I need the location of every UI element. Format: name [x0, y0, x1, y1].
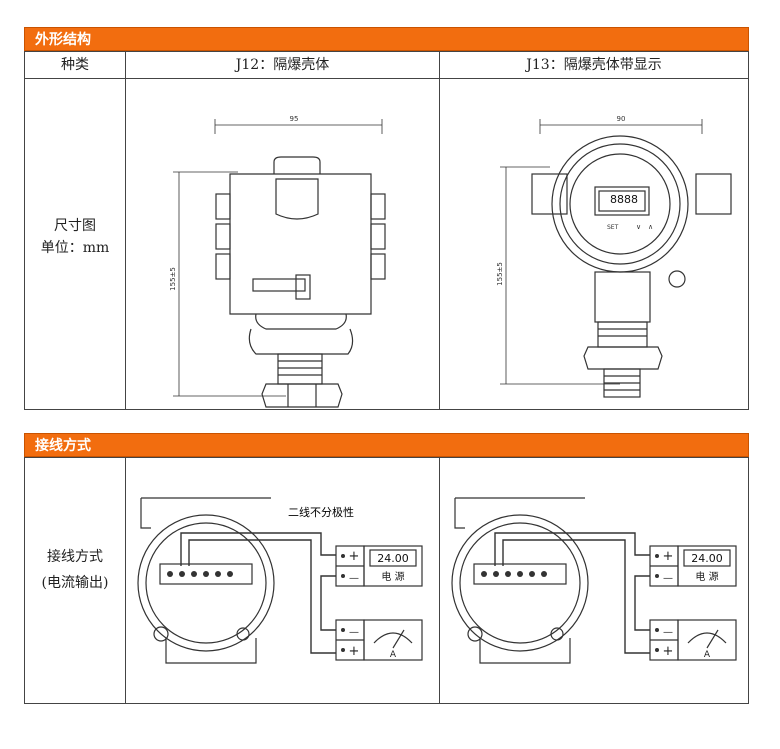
dim-label-line1: 尺寸图 — [54, 218, 96, 234]
j13-header-cell: J13：隔爆壳体带显示 — [440, 52, 748, 79]
structure-header: 外形结构 — [24, 27, 749, 51]
polarity-note-left: 二线不分极性 — [288, 505, 354, 519]
type-header-cell: 种类 — [25, 52, 126, 79]
meter-plus-left: + — [349, 644, 360, 659]
wiring-header: 接线方式 — [24, 433, 749, 457]
wiring-diagram-left-cell: 二线不分极性 + — 24.00 电 源 — + A — [126, 458, 440, 703]
psu-minus-right: — — [663, 573, 673, 584]
j13-up-icon: ∧ — [648, 223, 653, 231]
wiring-label-cell: 接线方式 (电流输出) — [25, 458, 126, 703]
j13-set-label: SET — [607, 224, 619, 231]
j13-down-icon: ∨ — [636, 223, 641, 231]
wiring-table: 接线方式 (电流输出) — [24, 457, 749, 704]
j13-housing-drawing: 8888 SET ∨ ∧ 90 155±5 — [496, 115, 732, 398]
psu-minus-left: — — [349, 573, 359, 584]
wiring-label-line1: 接线方式 — [47, 549, 103, 565]
dim-label-line2: 单位：mm — [40, 240, 110, 256]
j12-height-dim: 155±5 — [169, 267, 177, 291]
psu-plus-left: + — [349, 549, 360, 564]
wiring-diagram-right-cell: + — 24.00 电 源 — + A — [440, 458, 748, 703]
meter-minus-right: — — [663, 627, 673, 638]
col-type-label: 种类 — [61, 57, 89, 73]
psu-label-right: 电 源 — [695, 570, 718, 583]
wiring-diagram-left: 二线不分极性 + — 24.00 电 源 — + A — [137, 497, 423, 664]
j12-width-dim: 95 — [290, 115, 299, 123]
meter-label-left: A — [390, 650, 397, 660]
j12-housing-drawing: 95 155±5 — [169, 115, 386, 408]
j12-header-cell: J12：隔爆壳体 — [126, 52, 440, 79]
meter-minus-left: — — [349, 627, 359, 638]
psu-plus-right: + — [663, 549, 674, 564]
dim-label-cell: 尺寸图 单位：mm — [25, 79, 126, 409]
psu-reading-left: 24.00 — [377, 552, 409, 565]
j13-drawing-cell: 8888 SET ∨ ∧ 90 155±5 — [440, 79, 748, 409]
wiring-diagram-right: + — 24.00 电 源 — + A — [451, 497, 737, 664]
structure-table: 种类 J12：隔爆壳体 J13：隔爆壳体带显示 尺寸图 单位：mm — [24, 51, 749, 410]
j13-display-digits: 8888 — [610, 193, 638, 206]
meter-plus-right: + — [663, 644, 674, 659]
j13-width-dim: 90 — [617, 115, 626, 123]
col-j12-label: J12：隔爆壳体 — [235, 57, 330, 73]
j13-height-dim: 155±5 — [496, 262, 504, 286]
psu-reading-right: 24.00 — [691, 552, 723, 565]
wiring-label-line2: (电流输出) — [41, 575, 109, 591]
psu-label-left: 电 源 — [381, 570, 404, 583]
j12-drawing-cell: 95 155±5 — [126, 79, 440, 409]
meter-label-right: A — [704, 650, 711, 660]
col-j13-label: J13：隔爆壳体带显示 — [526, 57, 662, 73]
